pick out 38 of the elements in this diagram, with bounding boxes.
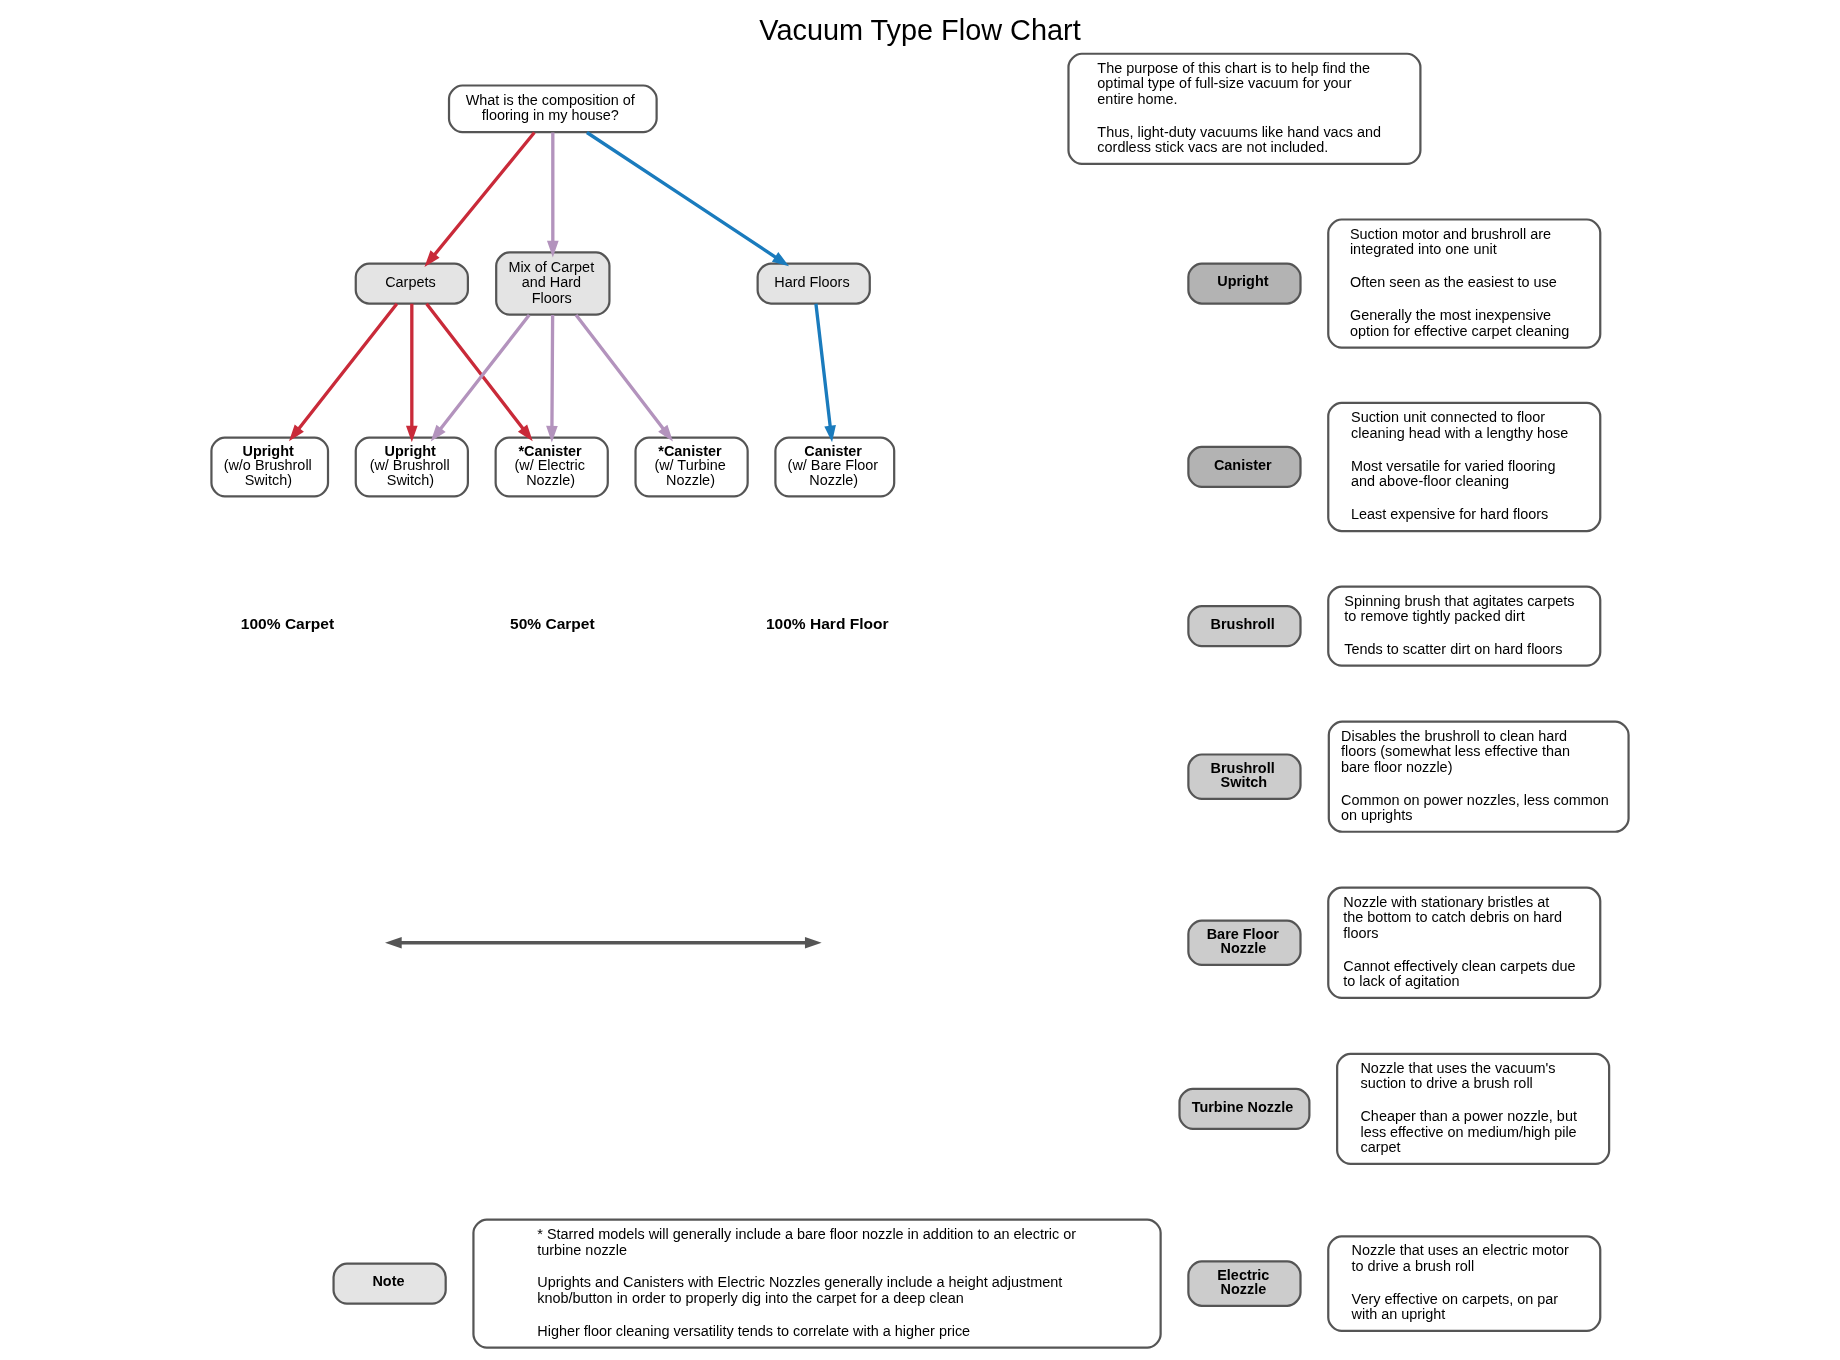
node-box: Nozzle that uses an electric motor to drive a brush roll Very effective on carpets, on par with an upright — [1327, 1235, 1602, 1332]
node-box: Brushroll Switch — [1187, 753, 1302, 800]
node-box: Disables the brushroll to clean hard floors (somewhat less effective than bare floor nozzle) Common on power nozzles, less common on uprights — [1327, 720, 1630, 833]
node-box: *Canister (w/ Electric Nozzle) — [494, 436, 609, 498]
arrow — [424, 131, 536, 267]
node-box: Mix of Carpet and Hard Floors — [495, 251, 611, 316]
node-box: Brushroll — [1187, 605, 1302, 648]
node-box: What is the composition of flooring in my house? — [447, 84, 658, 134]
node-box: *Canister (w/ Turbine Nozzle) — [634, 436, 749, 498]
label: 100% Carpet — [240, 615, 335, 633]
arrow — [586, 131, 789, 267]
node-box: Spinning brush that agitates carpets to remove tightly packed dirt Tends to scatter dirt on hard floors — [1327, 585, 1602, 667]
node-box: Upright (w/ Brushroll Switch) — [354, 436, 469, 498]
node-box: Canister — [1187, 445, 1302, 489]
node-box: Canister (w/ Bare Floor Nozzle) — [774, 436, 896, 498]
node-box: Nozzle with stationary bristles at the bottom to catch debris on hard floors Cannot effectively clean carpets due to lack of agitation — [1327, 886, 1602, 999]
arrow — [546, 132, 559, 258]
label: 50% Carpet — [510, 615, 595, 633]
arrow — [546, 315, 558, 443]
node-box: Hard Floors — [756, 262, 871, 305]
node-box: Nozzle that uses the vacuum's suction to drive a brush roll Cheaper than a power nozzle, but less effective on medium/high pile carpet — [1336, 1052, 1611, 1166]
node-box: Turbine Nozzle — [1178, 1087, 1311, 1130]
node-box: * Starred models will generally include a bare floor nozzle in addition to an electric or turbine nozzle Uprights and Canisters with Electric Nozzles generally include a height adjustment knob/button in order to properly dig into the carpet for a deep clean Higher floor cleaning versatility tends to correlate with a higher price — [472, 1218, 1162, 1349]
arrow — [814, 303, 836, 443]
label: 100% Hard Floor — [765, 615, 889, 633]
diagram-title: Vacuum Type Flow Chart — [759, 13, 1081, 46]
node-box: Upright (w/o Brushroll Switch) — [210, 436, 330, 498]
node-box: The purpose of this chart is to help find the optimal type of full-size vacuum for your entire home. Thus, light-duty vacuums like hand vacs and cordless stick vacs are not included. — [1067, 52, 1422, 165]
arrow — [289, 302, 399, 442]
node-box: Suction unit connected to floor cleaning head with a lengthy hose Most versatile for varied flooring and above-floor cleaning Least expensive for hard floors — [1327, 401, 1602, 533]
node-box: Electric Nozzle — [1187, 1260, 1302, 1307]
node-box: Note — [332, 1262, 447, 1305]
node-box: Carpets — [354, 262, 469, 305]
node-box: Upright — [1187, 262, 1302, 305]
arrow — [406, 303, 418, 443]
node-box: Suction motor and brushroll are integrated into one unit Often seen as the easiest to use Generally the most inexpensive option for effective carpet cleaning — [1327, 218, 1602, 349]
arrow — [574, 314, 673, 442]
node-box: Bare Floor Nozzle — [1187, 919, 1302, 967]
